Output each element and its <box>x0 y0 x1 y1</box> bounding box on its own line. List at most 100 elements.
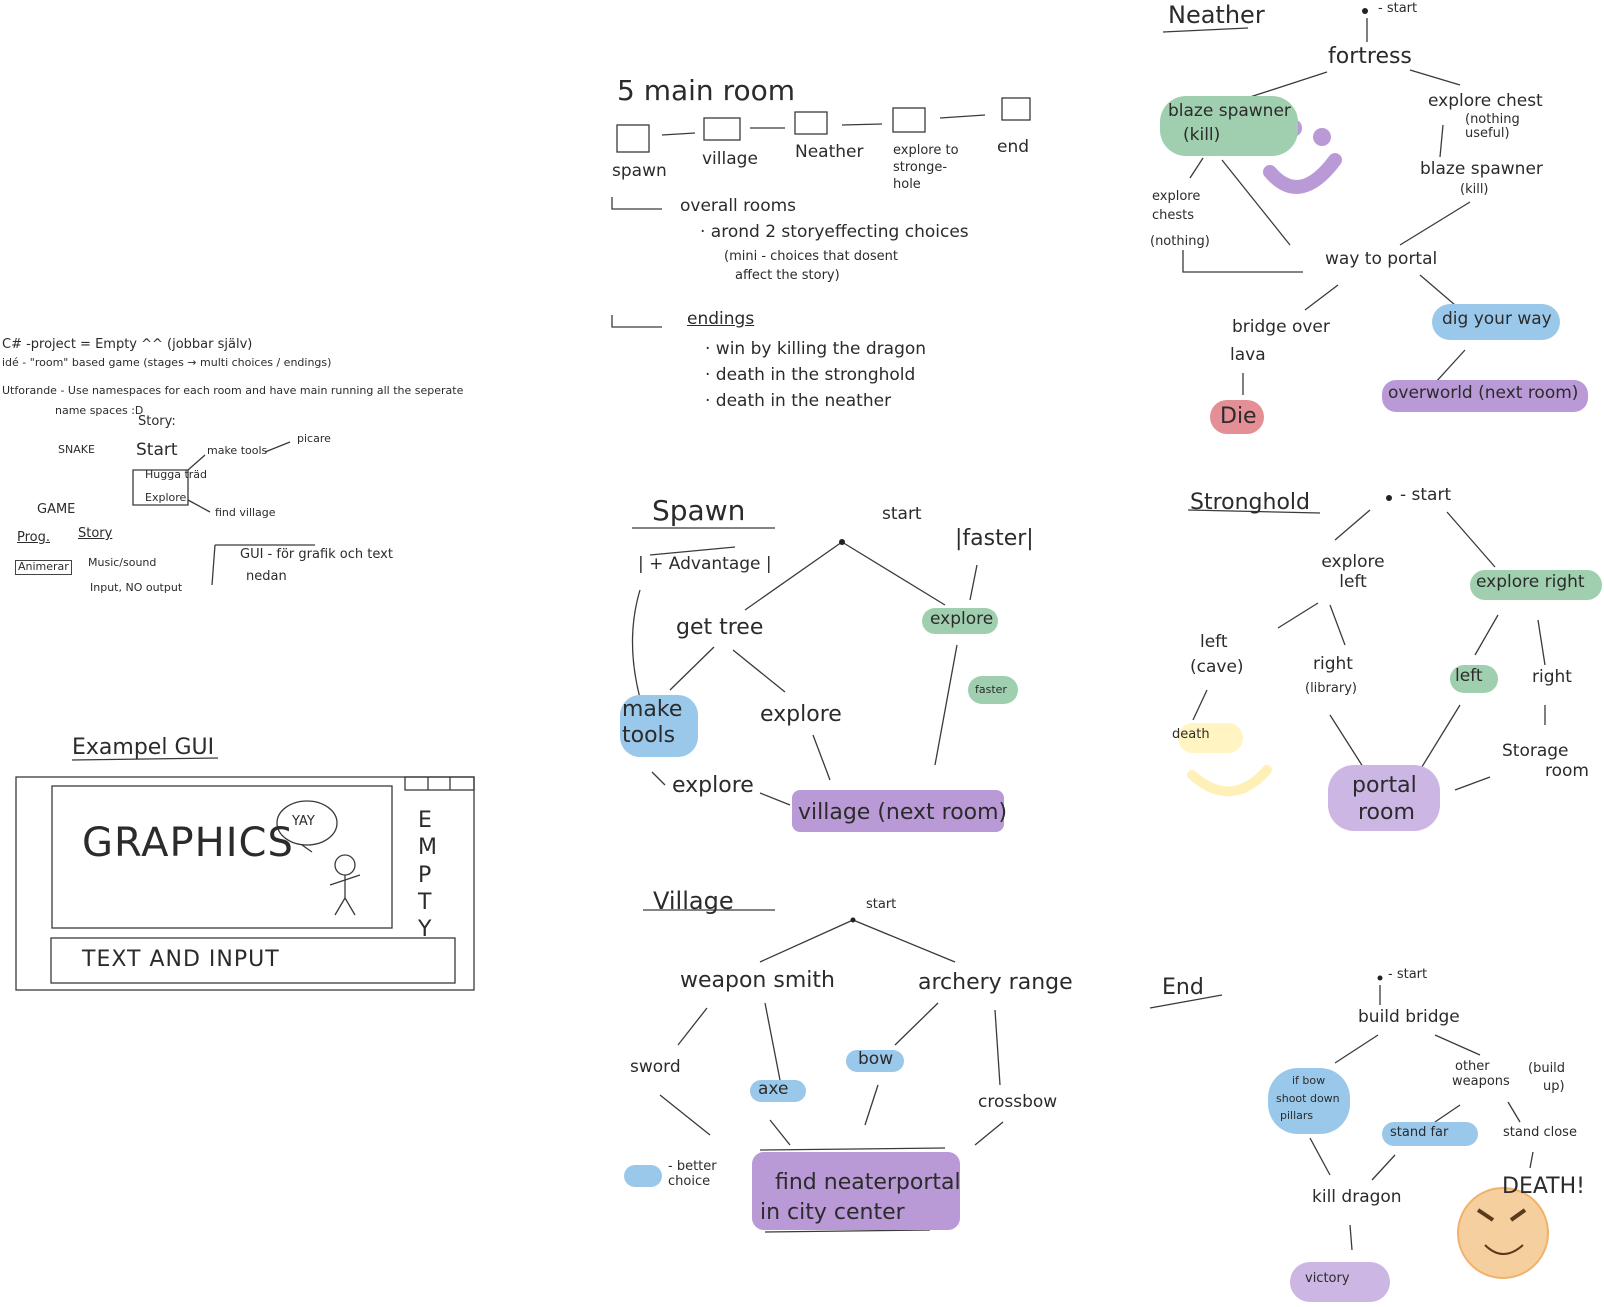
spawn-explore-mid: explore <box>760 702 842 727</box>
end-title: End <box>1162 975 1204 1000</box>
highlight-blue <box>620 695 698 757</box>
neather-blaze-spawner: blaze spawner <box>1168 101 1291 121</box>
stronghold-storage: Storage <box>1502 741 1569 761</box>
highlight-purple <box>1290 1262 1390 1302</box>
spawn-village-next: village (next room) <box>798 800 1008 825</box>
highlight-green <box>1160 96 1298 156</box>
spawn-title: Spawn <box>652 494 746 527</box>
stronghold-left-cave: left <box>1200 632 1228 652</box>
stronghold-right: right <box>1532 667 1572 687</box>
spawn-faster-small: faster <box>975 683 1007 696</box>
room-explore-stronghold: explore to stronge- hole <box>893 143 959 192</box>
start-label: Start <box>136 440 178 460</box>
neather-explore-chest: explore chest <box>1428 91 1543 111</box>
input-no-output-note: Input, NO output <box>90 581 183 594</box>
find-village-note: find village <box>215 506 276 519</box>
neather-die: Die <box>1220 404 1257 429</box>
room-end: end <box>997 137 1030 157</box>
empty-letter: E <box>418 808 432 833</box>
story-label: Story: <box>138 414 176 429</box>
spawn-make-tools: make tools <box>622 697 683 749</box>
story-note: Story <box>78 526 113 541</box>
neather-lava: lava <box>1230 345 1266 365</box>
room-village: village <box>702 149 758 169</box>
music-sound-note: Music/sound <box>88 556 157 569</box>
gui-note-line2: nedan <box>246 569 287 584</box>
end-if-bow-1: if bow <box>1292 1074 1326 1087</box>
empty-letter: P <box>418 862 432 888</box>
highlight-green <box>968 676 1018 704</box>
stronghold-portal-2: room <box>1358 800 1415 825</box>
empty-letter: Y <box>418 917 432 943</box>
end-if-bow-3: pillars <box>1280 1109 1314 1122</box>
make-tools-note: make tools <box>207 444 268 457</box>
text-input-label: TEXT AND INPUT <box>82 947 280 972</box>
main-rooms-title: 5 main room <box>617 74 796 107</box>
highlight-green <box>1470 570 1602 600</box>
highlight-purple <box>792 790 1004 832</box>
ending-item: · death in the stronghold <box>705 365 916 385</box>
ending-item: · win by killing the dragon <box>705 339 927 359</box>
neather-fortress: fortress <box>1328 44 1412 69</box>
endings-title: endings <box>687 309 755 329</box>
spawn-faster-tag: |faster| <box>955 526 1034 551</box>
highlight-purple <box>1328 765 1440 831</box>
village-title: Village <box>653 887 734 915</box>
spawn-explore-top: explore <box>930 609 994 629</box>
snake-note: SNAKE <box>58 443 95 456</box>
end-if-bow-2: shoot down <box>1276 1092 1340 1105</box>
animerar-note: Animerar <box>15 560 72 575</box>
village-sword: sword <box>630 1057 681 1077</box>
spawn-explore-bottom: explore <box>672 773 754 798</box>
namespaces-d-note: name spaces :D <box>55 404 144 417</box>
village-find-portal-1: find neaterportal <box>775 1170 961 1195</box>
hugga-trad-note: Hugga träd <box>145 468 208 481</box>
choices-line-1: · arond 2 storyeffecting choices <box>700 222 969 242</box>
end-victory: victory <box>1305 1271 1350 1286</box>
prog-note: Prog. <box>17 530 51 545</box>
neather-title: Neather <box>1168 1 1265 29</box>
highlight-blue <box>1268 1068 1350 1134</box>
stronghold-right-library: right <box>1313 654 1353 674</box>
neather-kill: (kill) <box>1183 125 1221 145</box>
highlight-yellow <box>1178 723 1243 753</box>
spawn-start: start <box>882 504 922 524</box>
idea-note: idé - "room" based game (stages → multi … <box>2 356 332 369</box>
game-note: GAME <box>37 502 76 517</box>
highlight-green <box>922 608 998 634</box>
stronghold-explore-right: explore right <box>1476 572 1585 592</box>
neather-overworld: overworld (next room) <box>1388 383 1579 403</box>
highlight-purple <box>1382 380 1588 412</box>
end-other-weapons-1: other <box>1455 1059 1490 1074</box>
highlight-blue <box>1432 304 1560 340</box>
village-axe: axe <box>758 1079 789 1099</box>
end-stand-close: stand close <box>1503 1125 1577 1140</box>
neather-dig-your-way: dig your way <box>1442 309 1552 329</box>
end-start: - start <box>1388 967 1428 982</box>
spawn-get-tree: get tree <box>676 615 764 640</box>
village-start: start <box>866 897 897 912</box>
village-weapon-smith: weapon smith <box>680 968 835 993</box>
end-other-weapons-2: weapons <box>1452 1074 1510 1089</box>
stronghold-death: death <box>1172 727 1210 742</box>
village-crossbow: crossbow <box>978 1092 1058 1112</box>
empty-column: E M P T Y <box>418 808 438 942</box>
gui-note-line1: GUI - för grafik och text <box>240 547 393 562</box>
neather-nothing: (nothing) <box>1150 234 1210 249</box>
overall-rooms: overall rooms <box>680 196 797 216</box>
highlight-blue <box>846 1050 904 1072</box>
stronghold-left: left <box>1455 666 1483 686</box>
empty-letter: M <box>418 835 437 861</box>
explore-note: Explore <box>145 491 187 504</box>
highlight-blue <box>624 1165 662 1187</box>
choices-line-3: affect the story) <box>735 268 840 283</box>
highlight-blue <box>1382 1122 1478 1146</box>
neather-explore-chests: explore chests <box>1152 189 1201 223</box>
neather-way-to-portal: way to portal <box>1325 249 1438 269</box>
neather-start: - start <box>1378 1 1418 16</box>
ending-item: · death in the neather <box>705 391 892 411</box>
village-archery-range: archery range <box>918 970 1073 995</box>
stronghold-start: - start <box>1400 485 1452 505</box>
end-build-bridge: build bridge <box>1358 1007 1460 1027</box>
